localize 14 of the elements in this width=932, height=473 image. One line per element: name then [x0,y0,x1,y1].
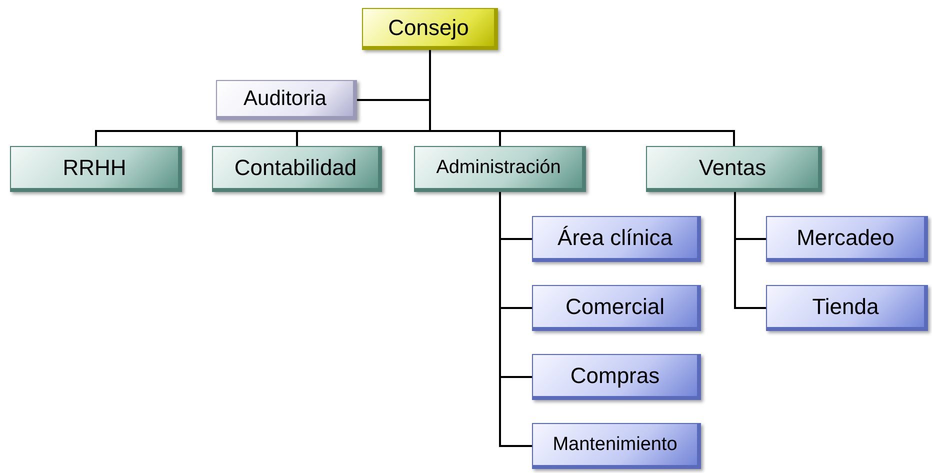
org-box: RRHH [10,146,182,192]
org-box: Contabilidad [212,146,382,192]
org-box: Consejo [362,8,498,50]
org-box: Mantenimiento [532,423,701,469]
org-box: Tienda [766,285,928,331]
org-box: Mercadeo [766,216,928,262]
connector-line [499,192,532,447]
org-box: Ventas [646,146,822,192]
org-box: Área clínica [532,216,701,262]
org-box: Administración [414,146,586,192]
connector-line [429,50,735,146]
org-box: Auditoria [216,80,357,120]
org-box: Compras [532,354,701,400]
org-box: Comercial [532,285,701,331]
